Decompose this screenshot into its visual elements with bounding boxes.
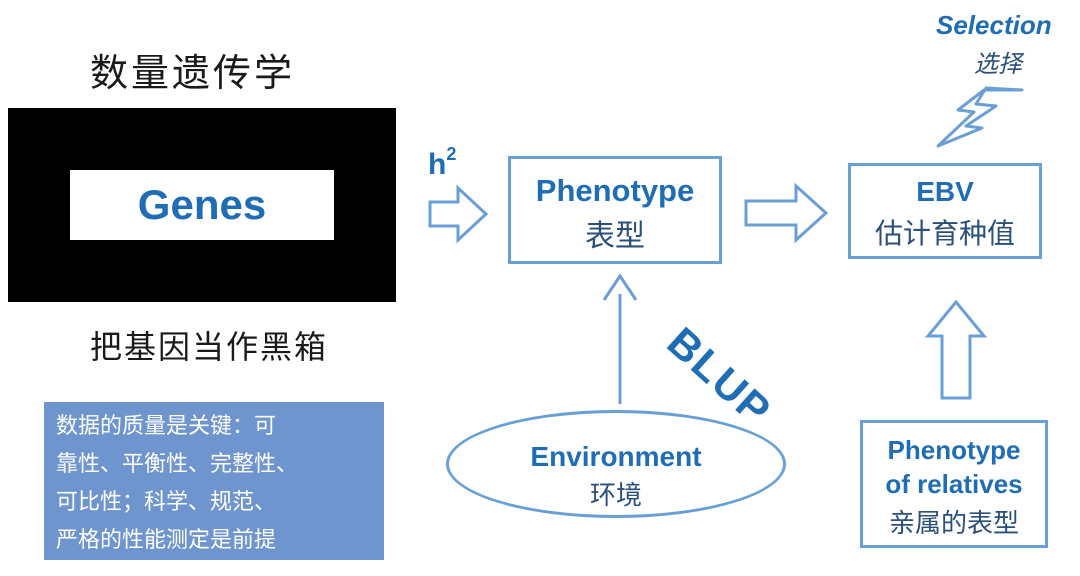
note-line: 严格的性能测定是前提: [56, 528, 277, 553]
genes-box: Genes: [70, 170, 334, 240]
relatives-en-line2: of relatives: [885, 469, 1023, 499]
page-title: 数量遗传学: [90, 51, 296, 95]
black-box-caption: 把基因当作黑箱: [90, 328, 329, 366]
environment-ellipse: Environment 环境: [446, 410, 786, 518]
relatives-zh: 亲属的表型: [888, 509, 1019, 539]
environment-en: Environment: [530, 441, 702, 472]
lightning-icon: [936, 86, 1024, 148]
selection-zh: 选择: [974, 50, 1022, 78]
ebv-zh: 估计育种值: [874, 217, 1015, 250]
heritability-label: h2: [428, 144, 457, 181]
relatives-to-ebv-arrow: [924, 299, 988, 400]
data-quality-note: 数据的质量是关键：可 靠性、平衡性、完整性、 可比性；科学、规范、 严格的性能测…: [44, 402, 384, 560]
relatives-box: Phenotype of relatives 亲属的表型: [860, 420, 1048, 548]
environment-arrow-head: [602, 273, 638, 301]
relatives-en-line1: Phenotype: [887, 435, 1021, 465]
h2-arrow: [428, 184, 489, 244]
genes-label: Genes: [137, 181, 267, 228]
note-line: 数据的质量是关键：可: [56, 414, 277, 439]
environment-zh: 环境: [589, 481, 642, 511]
note-line: 靠性、平衡性、完整性、: [56, 452, 299, 477]
phenotype-en: Phenotype: [535, 173, 695, 208]
ebv-en: EBV: [916, 176, 974, 207]
note-line: 可比性；科学、规范、: [56, 490, 277, 515]
phenotype-box: Phenotype 表型: [508, 156, 722, 264]
phenotype-to-ebv-arrow: [744, 182, 829, 244]
ebv-box: EBV 估计育种值: [848, 163, 1042, 259]
phenotype-zh: 表型: [585, 219, 645, 254]
selection-en: Selection: [936, 10, 1052, 40]
